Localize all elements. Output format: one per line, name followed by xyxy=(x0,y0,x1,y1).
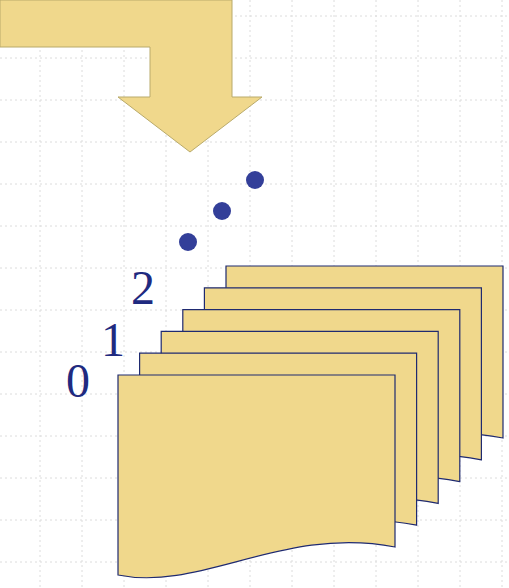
index-label: 1 xyxy=(101,316,125,364)
grid-line xyxy=(0,58,509,59)
page-stack xyxy=(118,266,503,578)
index-label: 0 xyxy=(66,357,90,405)
grid-line xyxy=(0,142,509,143)
page-sheet xyxy=(118,375,395,578)
bent-arrow xyxy=(0,0,262,152)
grid-line xyxy=(82,0,83,588)
index-label-holder: 1 xyxy=(101,316,125,364)
grid-line xyxy=(0,226,509,227)
index-label-holder: 0 xyxy=(66,357,90,405)
ellipsis-dot xyxy=(213,202,231,220)
index-label-holder: 2 xyxy=(131,264,155,312)
grid-line xyxy=(40,0,41,588)
ellipsis-dot xyxy=(246,171,264,189)
grid-line xyxy=(0,562,509,563)
ellipsis-dot xyxy=(179,233,197,251)
index-label: 2 xyxy=(131,264,155,312)
